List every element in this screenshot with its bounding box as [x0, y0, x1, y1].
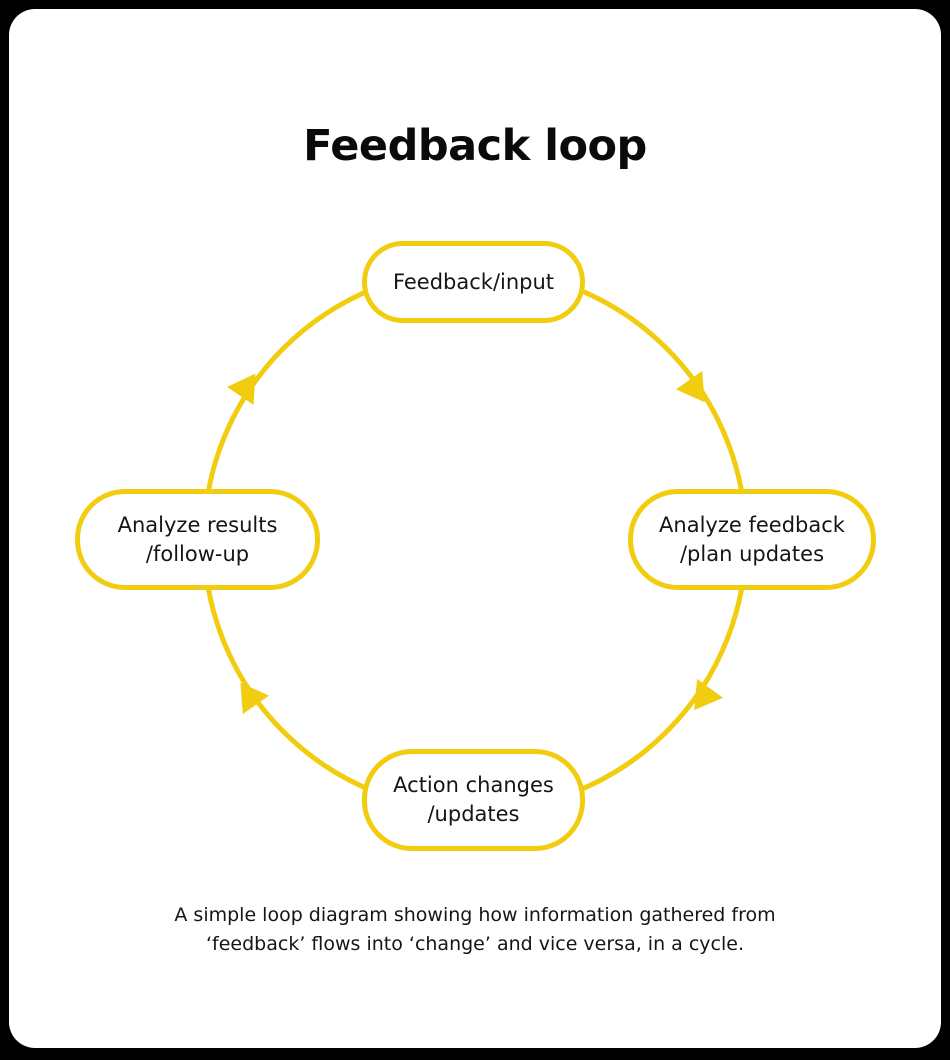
- node-label-line1: Analyze results: [117, 512, 278, 537]
- node-label-line1: Analyze feedback: [659, 512, 845, 537]
- node-feedback-input: Feedback/input: [362, 241, 585, 323]
- node-analyze-feedback: Analyze feedback /plan updates: [628, 489, 876, 590]
- node-action-changes: Action changes /updates: [362, 749, 585, 851]
- node-label-line2: /updates: [427, 802, 520, 826]
- arrow-bottom-right-icon: [694, 678, 723, 711]
- arrow-bottom-left-icon: [240, 682, 269, 715]
- node-label-line1: Action changes: [393, 773, 554, 797]
- diagram-card: Feedback loop Feedback/input Analyze fee…: [9, 9, 941, 1048]
- arrow-top-left-icon: [227, 373, 256, 405]
- diagram-title: Feedback loop: [303, 121, 647, 171]
- node-label: Feedback/input: [392, 269, 555, 294]
- node-analyze-results: Analyze results /follow-up: [75, 489, 320, 590]
- node-label-line2: /follow-up: [145, 541, 250, 566]
- arrow-top-right-icon: [676, 370, 705, 403]
- node-label-line2: /plan updates: [679, 541, 825, 566]
- caption-line2: ‘feedback’ flows into ‘change’ and vice …: [206, 933, 744, 955]
- caption-line1: A simple loop diagram showing how inform…: [174, 904, 776, 926]
- diagram-caption: A simple loop diagram showing how inform…: [9, 901, 941, 959]
